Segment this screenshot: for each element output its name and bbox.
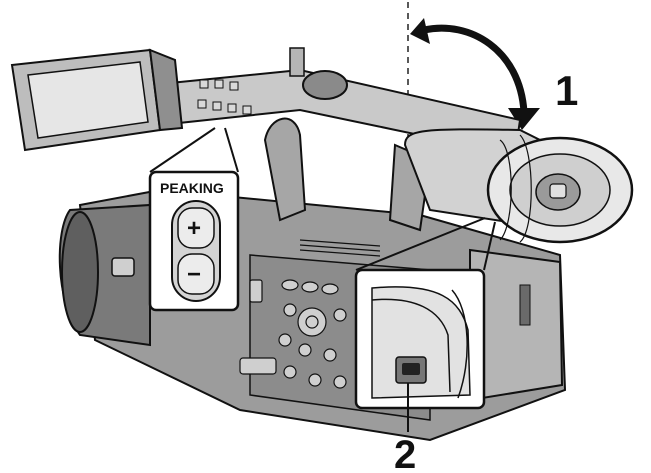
step-1-callout: 1 [555,67,578,114]
camcorder-body [58,188,567,442]
peaking-inset: PEAKING + − [148,127,240,312]
rotation-arrow [410,18,540,130]
eyepiece-lever-inset [354,217,496,432]
peaking-plus-symbol: + [187,215,201,242]
peaking-label: PEAKING [160,180,224,196]
step-2-callout: 2 [394,433,416,473]
side-panel-buttons [239,279,347,389]
peaking-minus-button [177,253,215,295]
lcd-monitor [10,48,184,152]
peaking-plus-button [177,207,215,249]
peaking-minus-symbol: − [187,261,201,288]
viewfinder-eyepiece [403,128,634,244]
